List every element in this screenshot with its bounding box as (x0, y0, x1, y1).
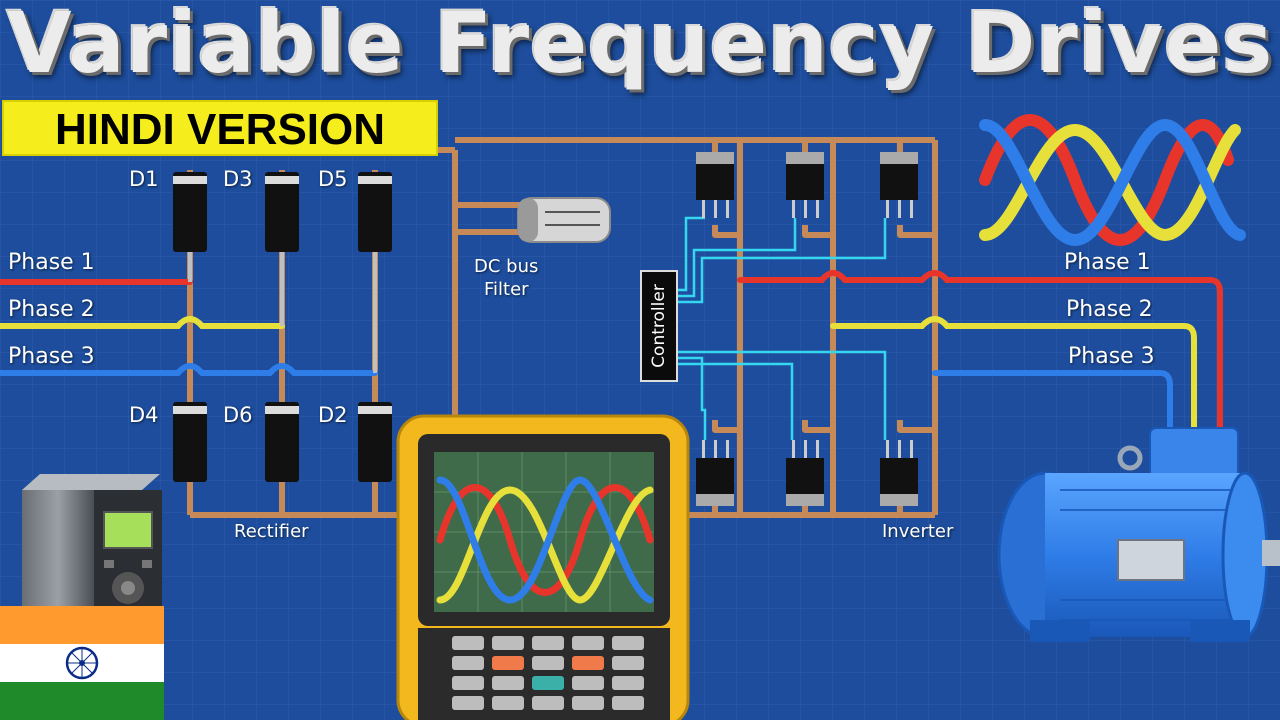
diode-label-d3: D3 (223, 167, 253, 191)
diode-d3 (265, 172, 299, 326)
controller-label: Controller (649, 284, 669, 368)
mosfet-q1 (696, 152, 734, 218)
input-phase-3-label: Phase 3 (8, 344, 95, 369)
mosfet-icon (696, 152, 918, 506)
output-phase-wires (737, 270, 1223, 433)
sine-wave-icon (979, 114, 1246, 247)
capacitor-label-line1: DC bus (474, 256, 539, 277)
output-phase-1-label: Phase 1 (1064, 250, 1151, 275)
mosfet-q2 (880, 440, 918, 506)
motor-icon (997, 427, 1280, 642)
diode-d4 (173, 402, 207, 482)
language-badge: HINDI VERSION (2, 100, 438, 156)
diode-d5 (358, 172, 392, 373)
diode-label-d2: D2 (318, 403, 348, 427)
inverter-label: Inverter (882, 521, 954, 542)
capacitor-icon (517, 197, 611, 243)
diode-icon (173, 172, 392, 482)
diode-label-d6: D6 (223, 403, 253, 427)
mosfet-q4 (696, 440, 734, 506)
diode-label-d1: D1 (129, 167, 159, 191)
india-flag-icon (0, 606, 164, 720)
diode-d1 (173, 172, 207, 282)
diode-label-d4: D4 (129, 403, 159, 427)
output-phase-3-label: Phase 3 (1068, 344, 1155, 369)
diode-d2 (358, 402, 392, 482)
gate-signal-wires (678, 216, 887, 440)
diode-label-d5: D5 (318, 167, 348, 191)
mosfet-q5 (880, 152, 918, 218)
vfd-drive-icon (22, 474, 162, 610)
mosfet-q6 (786, 440, 824, 506)
page-title: Variable Frequency Drives (6, 0, 1274, 92)
input-phase-1-label: Phase 1 (8, 250, 95, 275)
diode-d6 (265, 402, 299, 482)
controller-box: Controller (640, 270, 678, 382)
input-phase-wires (0, 279, 378, 376)
rectifier-label: Rectifier (234, 521, 309, 542)
capacitor-label-line2: Filter (484, 279, 529, 300)
output-phase-2-label: Phase 2 (1066, 297, 1153, 322)
input-phase-2-label: Phase 2 (8, 297, 95, 322)
oscilloscope-icon (396, 414, 690, 720)
mosfet-q3 (786, 152, 824, 218)
